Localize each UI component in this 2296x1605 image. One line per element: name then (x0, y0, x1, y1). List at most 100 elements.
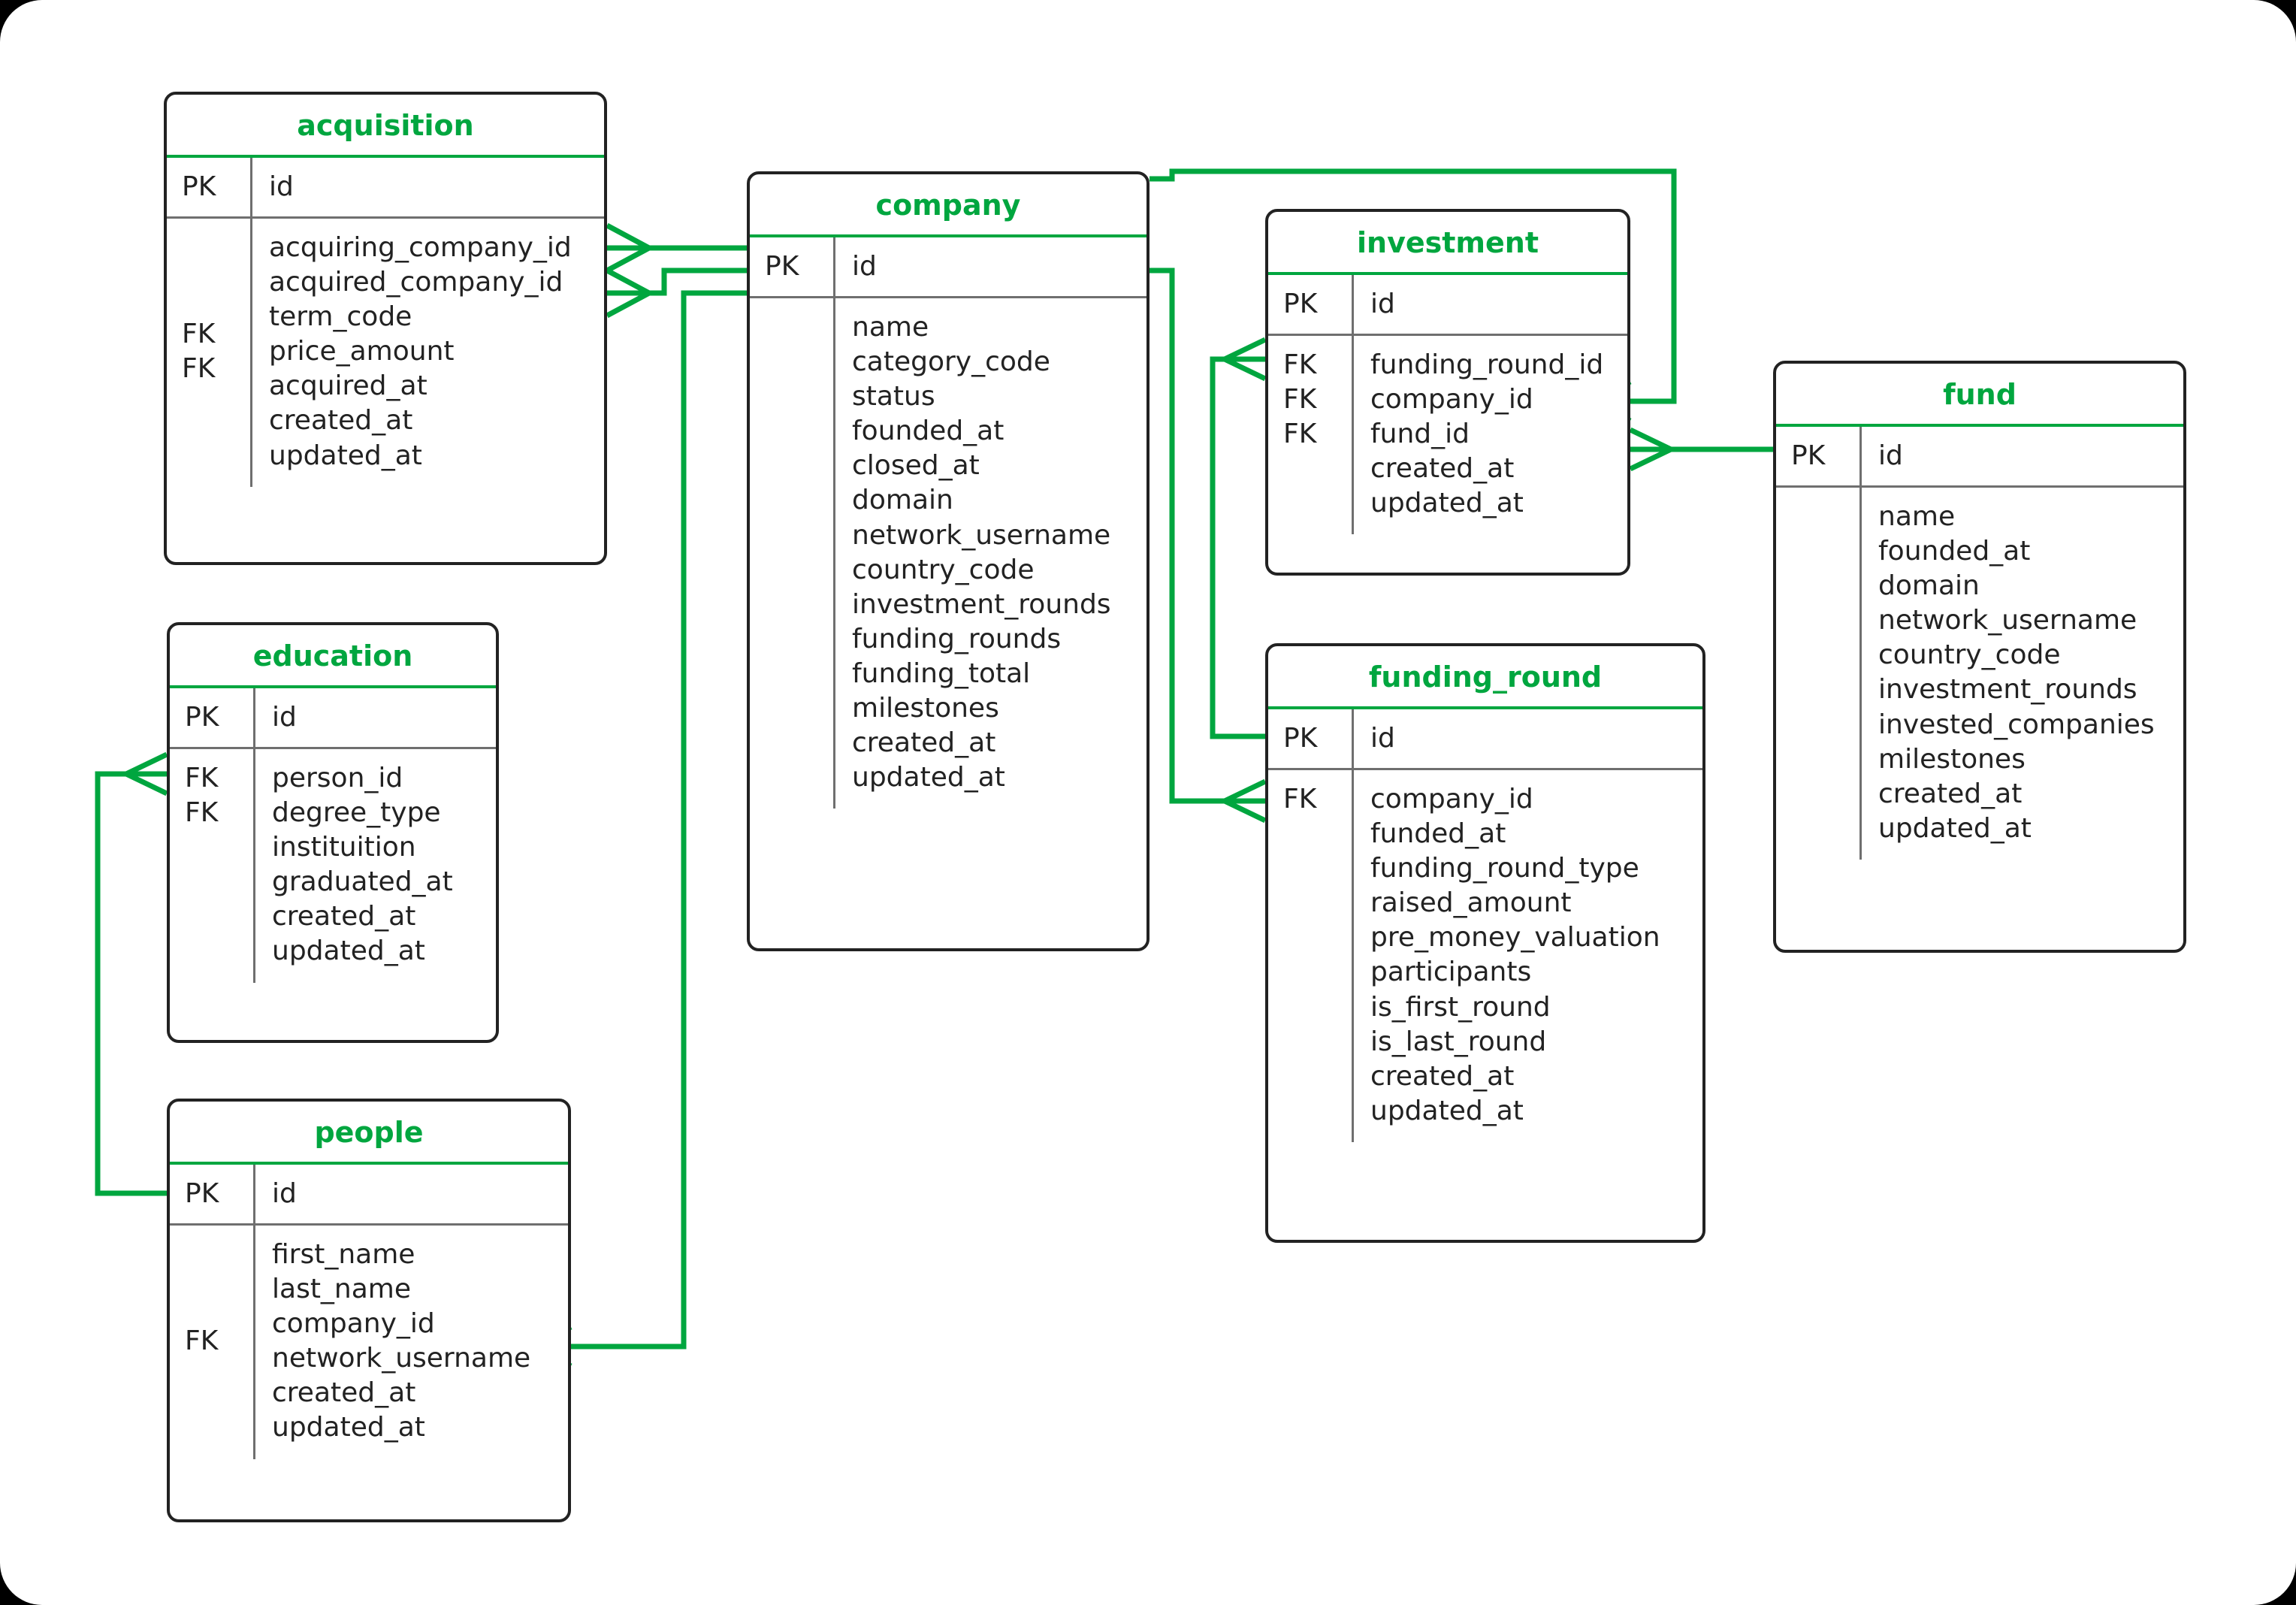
crowfoot-fundinground-company (1218, 778, 1267, 824)
pk-badge-investment: PK (1268, 275, 1354, 337)
field-row: domain (852, 485, 953, 516)
field-row: created_at (852, 727, 996, 759)
fk-badge: FK (1283, 384, 1317, 416)
field-row: created_at (269, 405, 413, 437)
entity-title-education: education (170, 625, 496, 688)
fk-badge: FK (185, 763, 219, 794)
field-row: person_id (272, 763, 403, 794)
pk-field-acquisition: id (252, 158, 604, 219)
field-row: network_username (272, 1343, 531, 1374)
field-column-people: first_name last_name company_id network_… (255, 1226, 568, 1458)
field-row: last_name (272, 1274, 412, 1305)
field-row: is_first_round (1370, 991, 1551, 1023)
field-row: price_amount (269, 336, 455, 367)
field-row: company_id (1370, 784, 1533, 815)
pk-badge-company: PK (750, 237, 835, 299)
crowfoot-investment-fundinground (1218, 337, 1267, 382)
entity-title-fund: fund (1776, 364, 2183, 427)
field-row: company_id (1370, 384, 1533, 416)
field-row: fund_id (1370, 419, 1470, 450)
entity-people[interactable]: people PK id FK first_name last_name com… (167, 1099, 571, 1522)
field-row: is_last_round (1370, 1026, 1547, 1057)
field-column-company: name category_code status founded_at clo… (835, 298, 1146, 809)
entity-funding-round[interactable]: funding_round PK id FK company_id funded… (1265, 643, 1705, 1243)
field-row: funding_round_type (1370, 853, 1639, 884)
key-column-investment: FK FK FK (1268, 336, 1354, 535)
field-row: created_at (272, 1377, 416, 1409)
pk-field-company: id (835, 237, 1146, 299)
key-column-education: FK FK (170, 749, 255, 983)
pk-field-investment: id (1354, 275, 1627, 337)
field-row: term_code (269, 301, 412, 333)
pk-badge-funding-round: PK (1268, 709, 1354, 771)
rel-investment-fundinground-to-fundinground (1210, 356, 1265, 739)
field-row: pre_money_valuation (1370, 922, 1660, 954)
fk-badge: FK (1283, 349, 1317, 381)
field-row: milestones (1878, 743, 2026, 775)
field-row: founded_at (852, 416, 1005, 447)
field-column-education: person_id degree_type instituition gradu… (255, 749, 496, 982)
field-row: company_id (272, 1308, 435, 1340)
field-row: country_code (852, 554, 1035, 585)
entity-investment[interactable]: investment PK id FK FK FK funding_round_… (1265, 209, 1630, 576)
key-column-funding-round: FK (1268, 770, 1354, 1142)
field-column-fund: name founded_at domain network_username … (1862, 488, 2183, 860)
field-row: created_at (1370, 453, 1515, 485)
field-row: investment_rounds (852, 588, 1111, 620)
fk-badge: FK (185, 797, 219, 829)
field-column-investment: funding_round_id company_id fund_id crea… (1354, 336, 1627, 534)
field-row: funding_round_id (1370, 349, 1604, 381)
key-column-people: FK (170, 1226, 255, 1459)
field-row: instituition (272, 832, 416, 863)
field-row: closed_at (852, 450, 980, 482)
field-row: milestones (852, 692, 999, 724)
rel-acquisition-acquired-to-company (607, 268, 747, 296)
entity-title-investment: investment (1268, 212, 1627, 275)
field-row: acquired_at (269, 370, 427, 402)
entity-title-acquisition: acquisition (167, 95, 604, 158)
entity-title-funding-round: funding_round (1268, 646, 1702, 709)
field-row: updated_at (272, 1412, 425, 1443)
field-row: name (852, 312, 929, 343)
field-row: updated_at (269, 440, 422, 471)
field-row: raised_amount (1370, 887, 1572, 919)
entity-title-company: company (750, 174, 1146, 237)
field-row: updated_at (1370, 1095, 1524, 1126)
key-column-acquisition: FK FK (167, 219, 252, 487)
field-row: status (852, 381, 935, 413)
field-row: degree_type (272, 797, 441, 829)
fk-badge: FK (1283, 419, 1317, 450)
entity-education[interactable]: education PK id FK FK person_id degree_t… (167, 622, 499, 1043)
key-column-fund (1776, 488, 1862, 860)
field-row: invested_companies (1878, 709, 2155, 740)
field-row: domain (1878, 570, 1980, 602)
field-column-funding-round: company_id funded_at funding_round_type … (1354, 770, 1702, 1142)
crowfoot-investment-fund (1629, 427, 1678, 472)
pk-field-people: id (255, 1165, 568, 1226)
field-row: updated_at (1878, 812, 2032, 844)
crowfoot-acquisition-acquired (606, 268, 655, 319)
crowfoot-acquisition-acquiring (606, 222, 655, 274)
entity-acquisition[interactable]: acquisition PK id FK FK acquiring_compan… (164, 92, 607, 565)
field-row: acquiring_company_id (269, 232, 572, 264)
fk-badge: FK (182, 319, 216, 350)
pk-badge-fund: PK (1776, 427, 1862, 488)
field-row: updated_at (272, 935, 425, 967)
pk-badge-education: PK (170, 688, 255, 750)
field-row: category_code (852, 346, 1050, 378)
field-row: name (1878, 501, 1956, 533)
entity-title-people: people (170, 1102, 568, 1165)
pk-badge-acquisition: PK (167, 158, 252, 219)
rel-fundinground-company-to-company (1150, 268, 1265, 804)
pk-field-education: id (255, 688, 496, 750)
field-row: graduated_at (272, 866, 453, 898)
field-row: acquired_company_id (269, 267, 563, 298)
field-row: updated_at (852, 762, 1005, 793)
field-row: updated_at (1370, 488, 1524, 519)
entity-company[interactable]: company PK id name category_code status … (747, 171, 1150, 951)
field-row: first_name (272, 1239, 415, 1271)
entity-fund[interactable]: fund PK id name founded_at domain networ… (1773, 361, 2186, 953)
fk-badge: FK (1283, 784, 1317, 815)
rel-education-person-to-people (95, 771, 167, 1196)
